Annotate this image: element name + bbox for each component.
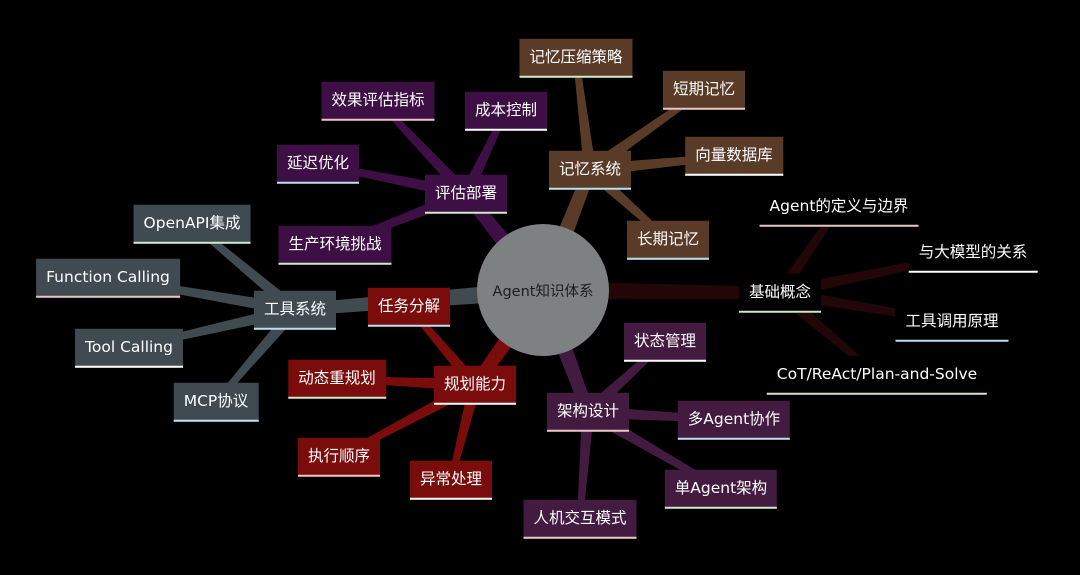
tool-call-principle-node[interactable]: 工具调用原理 xyxy=(895,302,1009,342)
latency-optimization-node[interactable]: 延迟优化 xyxy=(276,144,360,184)
reasoning-patterns-node[interactable]: CoT/ReAct/Plan-and-Solve xyxy=(766,355,988,395)
multi-agent-node[interactable]: 多Agent协作 xyxy=(677,400,791,440)
task-decomposition-node[interactable]: 任务分解 xyxy=(367,287,451,327)
long-term-memory-node[interactable]: 长期记忆 xyxy=(626,220,710,260)
branch-architecture[interactable]: 架构设计 xyxy=(546,392,630,432)
edge-planning-3 xyxy=(448,383,481,481)
edge-architecture-3 xyxy=(577,411,594,520)
state-management-node[interactable]: 状态管理 xyxy=(623,322,707,362)
edge-memory-0 xyxy=(573,57,596,171)
branch-evaluation[interactable]: 评估部署 xyxy=(424,174,508,214)
single-agent-node[interactable]: 单Agent架构 xyxy=(664,469,778,509)
function-calling-node[interactable]: Function Calling xyxy=(36,258,180,298)
agent-definition-node[interactable]: Agent的定义与边界 xyxy=(759,187,919,227)
production-challenges-node[interactable]: 生产环境挑战 xyxy=(278,225,392,265)
tool-calling-node[interactable]: Tool Calling xyxy=(75,328,183,368)
branch-basics[interactable]: 基础概念 xyxy=(738,273,822,313)
vector-database-node[interactable]: 向量数据库 xyxy=(685,136,783,176)
llm-relation-node[interactable]: 与大模型的关系 xyxy=(908,233,1038,273)
execution-order-node[interactable]: 执行顺序 xyxy=(297,437,381,477)
memory-compression-node[interactable]: 记忆压缩策略 xyxy=(519,38,633,78)
mcp-protocol-node[interactable]: MCP协议 xyxy=(173,382,259,422)
human-interaction-node[interactable]: 人机交互模式 xyxy=(523,499,637,539)
branch-planning[interactable]: 规划能力 xyxy=(433,365,517,405)
branch-memory[interactable]: 记忆系统 xyxy=(548,150,632,190)
exception-handling-node[interactable]: 异常处理 xyxy=(409,460,493,500)
dynamic-replanning-node[interactable]: 动态重规划 xyxy=(288,359,386,399)
openapi-node[interactable]: OpenAPI集成 xyxy=(133,204,251,244)
metrics-node[interactable]: 效果评估指标 xyxy=(321,81,435,121)
edge-evaluation-0 xyxy=(375,98,471,199)
root-node[interactable]: Agent知识体系 xyxy=(477,224,609,356)
short-term-memory-node[interactable]: 短期记忆 xyxy=(662,70,746,110)
edge-tools-3 xyxy=(213,306,300,404)
branch-tools[interactable]: 工具系统 xyxy=(253,290,337,330)
cost-control-node[interactable]: 成本控制 xyxy=(464,91,548,131)
edge-basics-0 xyxy=(775,205,842,297)
